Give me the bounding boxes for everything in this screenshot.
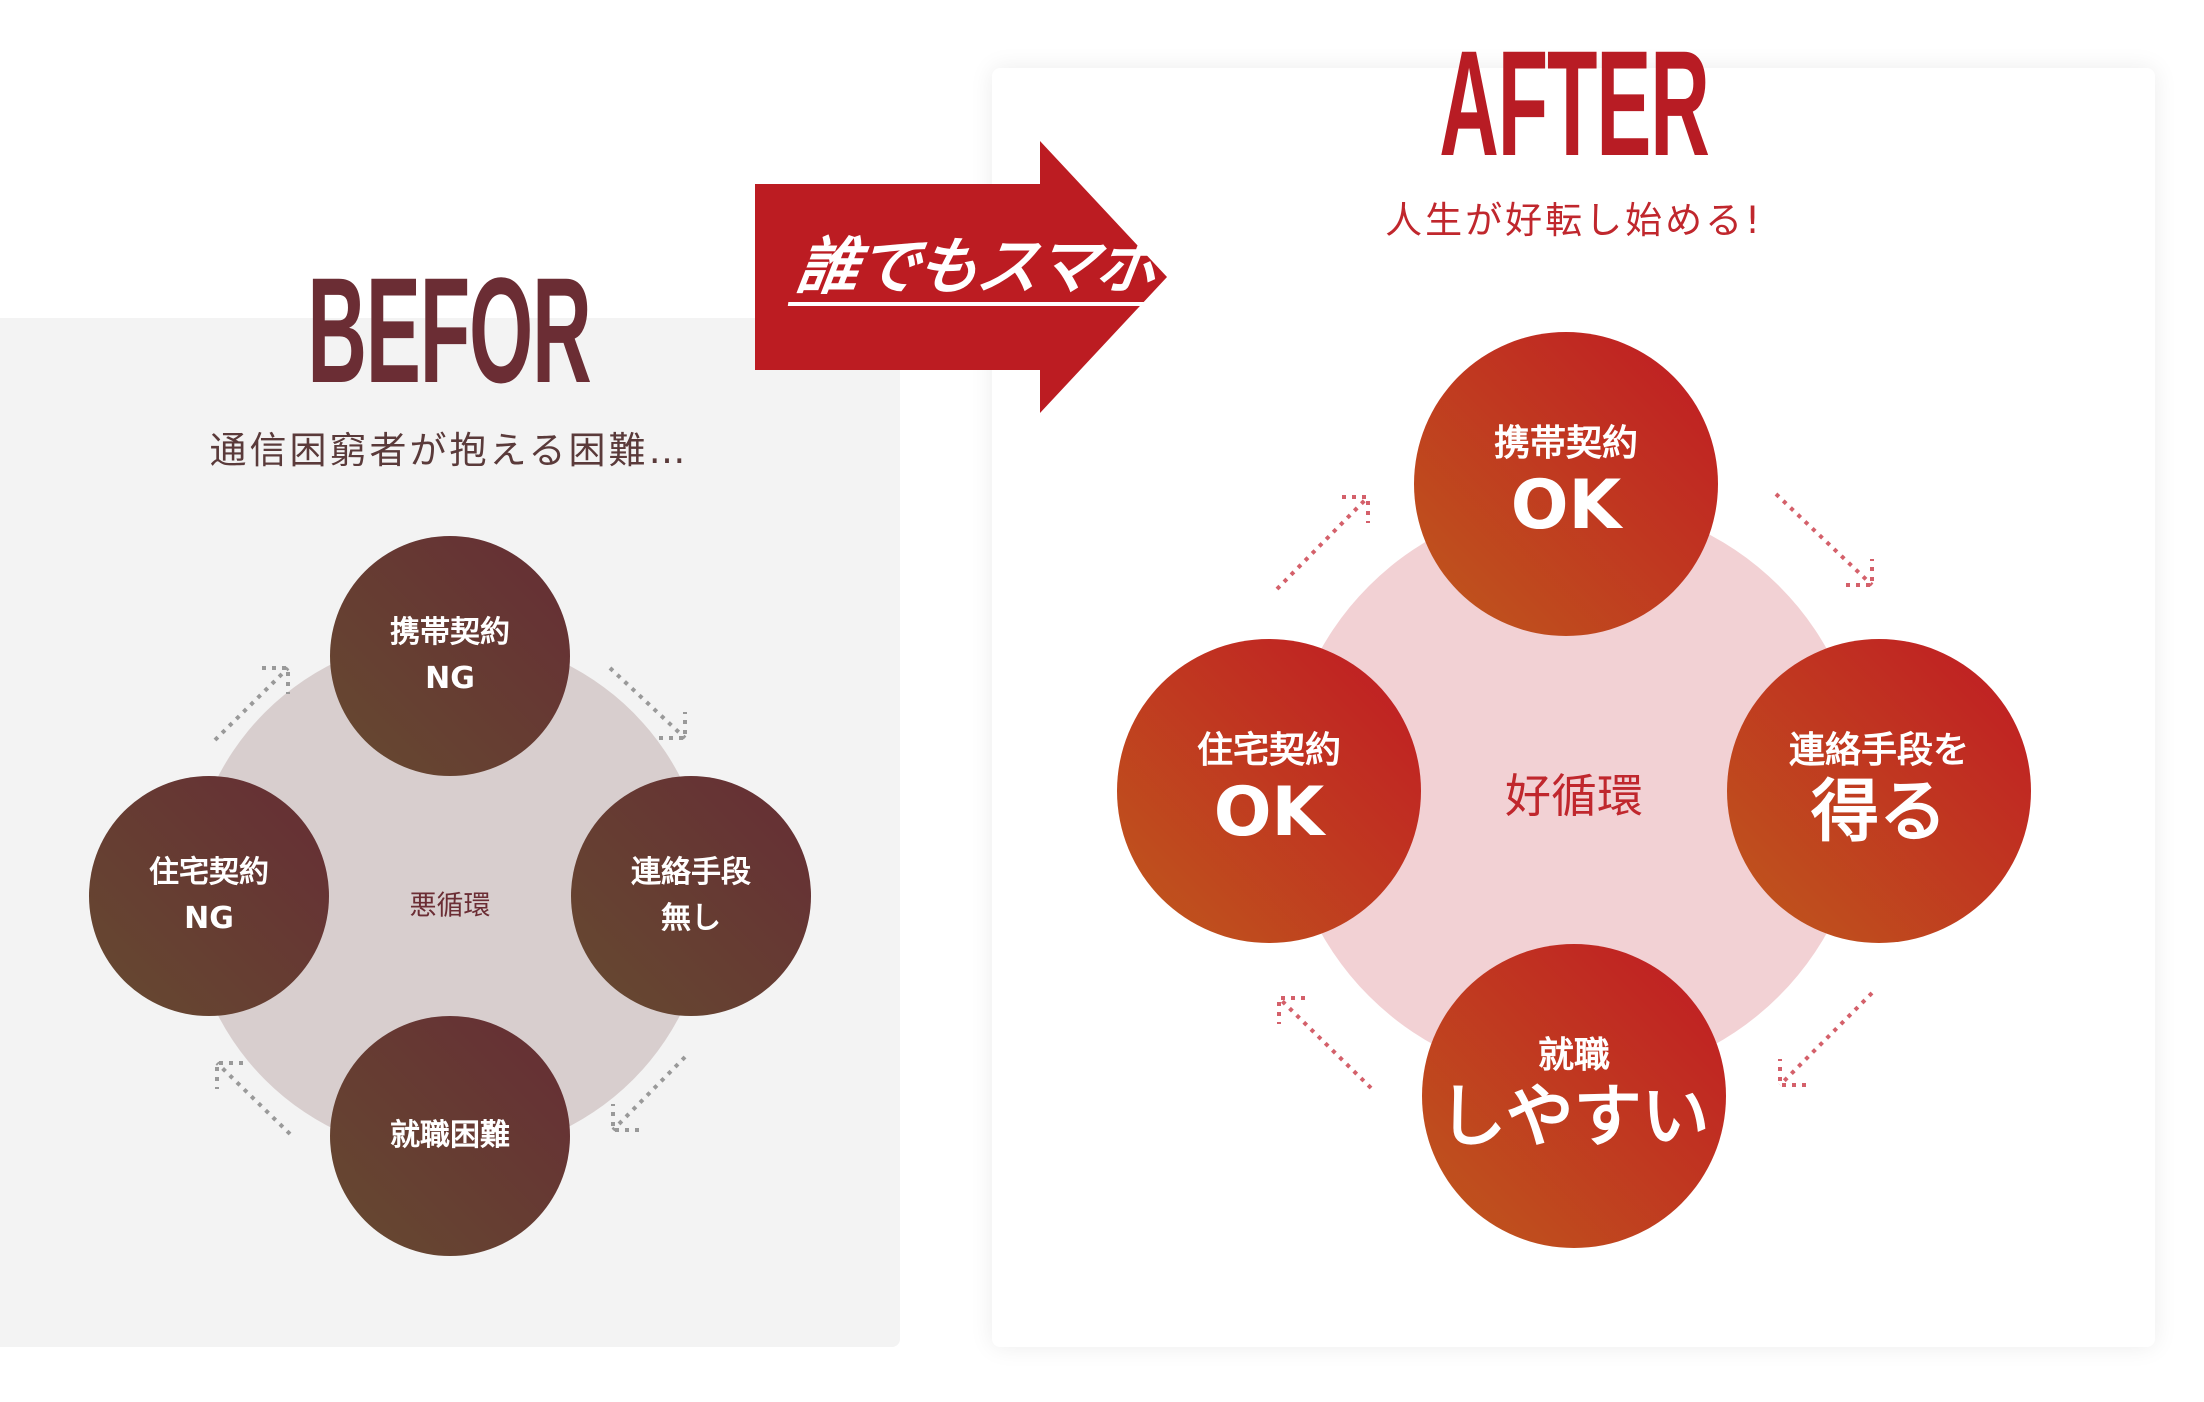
cycle-arrow-6 [1778,991,1874,1087]
cycle-arrow-1 [608,666,687,740]
cycle-arrow-6 [1778,1059,1806,1087]
circle-label: 住宅契約 [149,855,269,890]
after-subtitle: 人生が好転し始める! [1385,199,1763,242]
vicious-cycle-label: 悪循環 [409,890,491,922]
cycle-arrow-2 [611,1055,687,1132]
cycle-arrow-3 [215,1061,243,1089]
circle-label: 就職 [1537,1035,1610,1076]
circle-label: 連絡手段を [1788,730,1969,771]
cycle-arrow-5 [1846,559,1874,587]
circle-status: しやすい [1438,1078,1710,1157]
before-title: BEFOR [307,246,591,414]
after-circle-employment: 就職 しやすい [1422,944,1726,1248]
cycle-arrow-4 [1275,495,1370,591]
circle-status: OK [1213,773,1325,852]
cycle-arrow-7 [1277,996,1305,1024]
cycle-arrow-4 [1342,495,1370,523]
cycle-arrow-2 [611,1104,639,1132]
before-circle-mobile-contract: 携帯契約 NG [330,536,570,776]
circle-status: NG [184,901,234,936]
cycle-arrow-0 [262,666,290,694]
cycle-arrow-1 [659,712,687,740]
circle-status: NG [425,661,475,696]
cycle-arrow-0 [213,666,290,742]
cycle-arrow-3 [215,1061,292,1136]
after-title: AFTER [1439,19,1710,187]
cycle-arrow-5 [1774,492,1874,587]
circle-label: 住宅契約 [1196,730,1341,771]
after-circle-housing-contract: 住宅契約 OK [1117,639,1421,943]
before-circle-housing-contract: 住宅契約 NG [89,776,329,1016]
before-circle-employment: 就職困難 [330,1016,570,1256]
circle-label: 携帯契約 [1493,423,1638,464]
virtuous-cycle-label: 好循環 [1505,769,1643,823]
circle-status: 無し [661,901,721,936]
before-circle-contact-means: 連絡手段 無し [571,776,811,1016]
circle-status: OK [1510,466,1622,545]
cycle-arrow-7 [1277,996,1373,1090]
circle-label: 連絡手段 [631,855,751,890]
before-subtitle: 通信困窮者が抱える困難… [209,429,689,472]
circle-label: 携帯契約 [390,615,510,650]
after-circle-mobile-contract: 携帯契約 OK [1414,332,1718,636]
circle-label: 就職困難 [390,1118,510,1153]
after-circle-contact-means: 連絡手段を 得る [1727,639,2031,943]
circle-status: 得る [1810,773,1947,852]
